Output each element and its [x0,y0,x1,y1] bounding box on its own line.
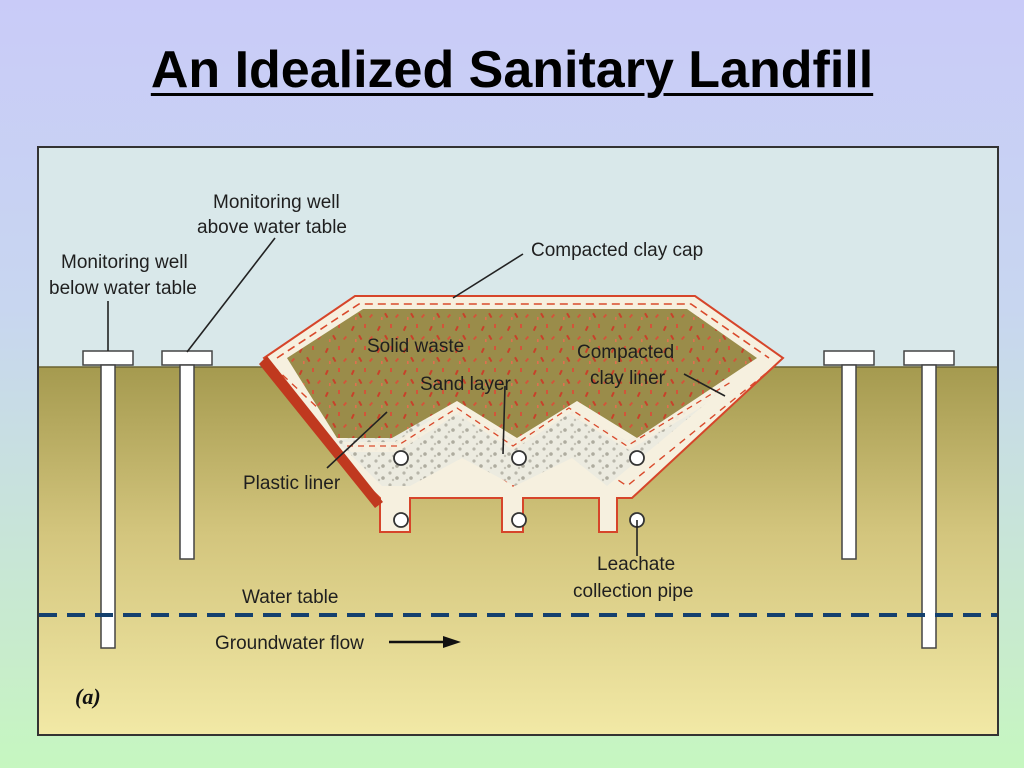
label-clay-cap: Compacted clay cap [531,240,703,261]
leachate-pipe [511,450,527,466]
label-leachate-2: collection pipe [573,581,693,602]
label-well-above-1: Monitoring well [213,192,340,213]
well-below-shaft [100,364,116,649]
landfill-diagram-svg: Monitoring well above water table Monito… [37,146,999,736]
clay-cap-dashes [276,303,770,359]
label-water-table: Water table [242,587,338,608]
leachate-pipe [393,450,409,466]
well-right-above-cap [823,350,875,366]
solid-waste [287,309,757,438]
well-below-cap [82,350,134,366]
leader-lines [107,237,726,556]
label-clay-liner-1: Compacted [577,342,674,363]
well-right-below-cap [903,350,955,366]
label-well-below-2: below water table [49,278,197,299]
label-plastic-liner: Plastic liner [243,473,341,494]
sand-inner-zigzag [342,378,737,452]
label-leachate-1: Leachate [597,554,675,575]
well-right-above-shaft [841,364,857,560]
label-well-above-2: above water table [197,217,347,238]
label-solid-waste: Solid waste [367,336,464,357]
figure-tag: (a) [75,684,101,709]
groundwater-flow-arrow [389,636,461,648]
leachate-pipe [393,512,409,528]
well-above-cap [161,350,213,366]
monitoring-wells [82,350,955,649]
plastic-liner [259,356,383,508]
leachate-pipe [629,450,645,466]
leachate-pipes [393,450,645,528]
sand-zigzag-dashes [347,381,732,447]
figure-frame [37,146,999,736]
well-above-shaft [179,364,195,560]
label-clay-liner-2: clay liner [590,368,666,389]
landfill-diagram: Monitoring well above water table Monito… [37,146,999,736]
slide-title: An Idealized Sanitary Landfill [0,40,1024,100]
leachate-pipe [511,512,527,528]
label-well-below-1: Monitoring well [61,252,188,273]
well-right-below-shaft [921,364,937,649]
slide-title-text: An Idealized Sanitary Landfill [150,41,874,99]
label-sand-layer: Sand layer [420,374,512,395]
label-groundwater-flow: Groundwater flow [215,633,364,654]
